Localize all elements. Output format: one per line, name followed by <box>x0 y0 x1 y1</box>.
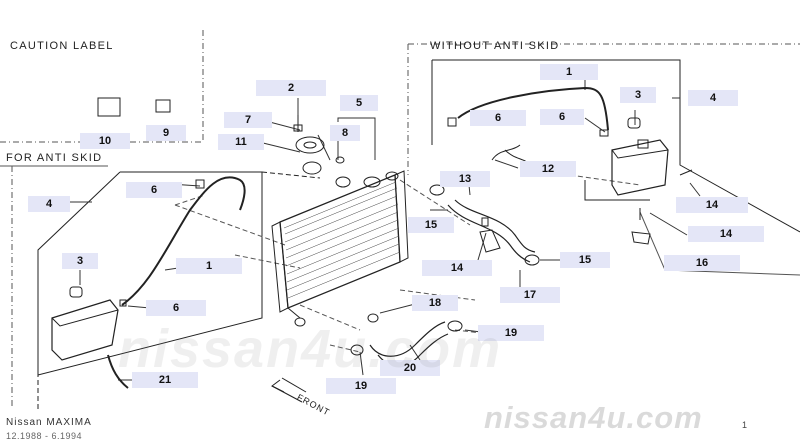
callout-part-6-left-a[interactable]: 6 <box>126 182 182 198</box>
callout-part-8[interactable]: 8 <box>330 125 360 141</box>
callout-part-6-left-b[interactable]: 6 <box>146 300 206 316</box>
callout-part-4-left[interactable]: 4 <box>28 196 70 212</box>
callout-part-6-right[interactable]: 6 <box>540 109 584 125</box>
callout-part-1-left[interactable]: 1 <box>176 258 242 274</box>
callout-part-4-right[interactable]: 4 <box>688 90 738 106</box>
for-anti-skid-title: FOR ANTI SKID <box>6 152 103 164</box>
watermark-corner: nissan4u.com <box>484 400 703 435</box>
cap-parts <box>293 115 351 188</box>
front-arrow <box>271 377 307 403</box>
callout-part-14-b[interactable]: 14 <box>688 226 764 242</box>
callout-part-1-top[interactable]: 1 <box>540 64 598 80</box>
callout-part-6-mid[interactable]: 6 <box>470 110 526 126</box>
callout-part-9[interactable]: 9 <box>146 125 186 141</box>
callout-part-14-a[interactable]: 14 <box>676 197 748 213</box>
callout-part-3-right[interactable]: 3 <box>620 87 656 103</box>
callout-part-21[interactable]: 21 <box>132 372 198 388</box>
page-mark: 1 <box>742 420 748 430</box>
frame-lines <box>0 30 800 408</box>
callout-part-14-c[interactable]: 14 <box>422 260 492 276</box>
callout-part-2[interactable]: 2 <box>256 80 326 96</box>
caution-label-title: CAUTION LABEL <box>10 40 114 52</box>
watermark-main: nissan4u.com <box>118 319 503 379</box>
reservoir-box-left <box>37 171 321 410</box>
reservoir-box-right <box>431 59 800 276</box>
hoses <box>107 86 609 389</box>
reservoir-tank-left <box>51 179 205 361</box>
callout-part-3-left[interactable]: 3 <box>62 253 98 269</box>
callout-part-10[interactable]: 10 <box>80 133 130 149</box>
clamps <box>97 97 540 356</box>
radiator <box>271 170 409 327</box>
callout-part-13[interactable]: 13 <box>440 171 490 187</box>
without-anti-skid-title: WITHOUT ANTI SKID <box>430 40 560 52</box>
callout-part-12[interactable]: 12 <box>520 161 576 177</box>
callout-leaders <box>62 70 701 381</box>
callout-part-16[interactable]: 16 <box>664 255 740 271</box>
callout-part-17[interactable]: 17 <box>500 287 560 303</box>
callout-part-19-b[interactable]: 19 <box>326 378 396 394</box>
callout-part-15-b[interactable]: 15 <box>560 252 610 268</box>
model-name: Nissan MAXIMA <box>6 417 92 428</box>
callout-part-18[interactable]: 18 <box>412 295 458 311</box>
callout-part-15-a[interactable]: 15 <box>408 217 454 233</box>
callout-part-5[interactable]: 5 <box>340 95 378 111</box>
production-dates: 12.1988 - 6.1994 <box>6 431 83 441</box>
callout-part-7[interactable]: 7 <box>224 112 272 128</box>
callout-part-20[interactable]: 20 <box>380 360 440 376</box>
callout-part-19-a[interactable]: 19 <box>478 325 544 341</box>
reservoir-tank-right <box>491 117 693 245</box>
callout-part-11[interactable]: 11 <box>218 134 264 150</box>
